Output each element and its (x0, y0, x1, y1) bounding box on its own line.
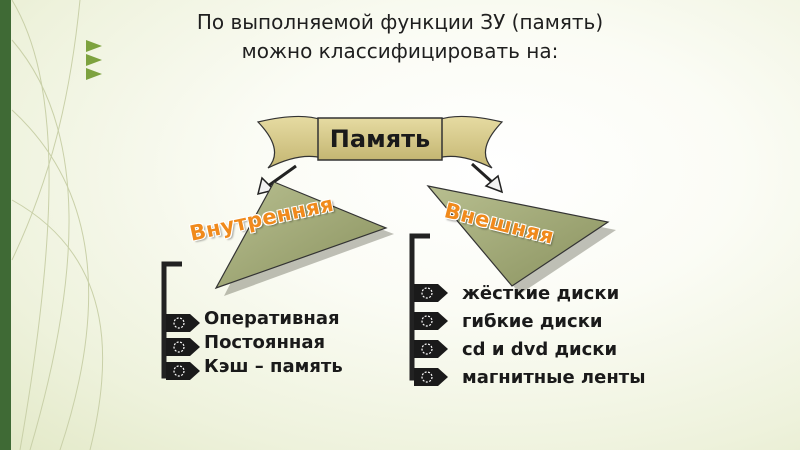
external-memory-list: жёсткие диски гибкие диски cd и dvd диск… (462, 280, 645, 392)
decor-curve (11, 0, 50, 450)
slide-title-line-1: По выполняемой функции ЗУ (память) (196, 10, 604, 34)
list-item: жёсткие диски (462, 283, 620, 304)
left-accent-bar (0, 0, 11, 450)
root-label: Память (329, 125, 431, 153)
list-item: магнитные ленты (462, 367, 646, 388)
decor-curve (11, 109, 90, 450)
list-item: cd и dvd диски (462, 339, 618, 360)
list-item: Оперативная (204, 308, 340, 329)
bullet-arrow-icon (414, 284, 448, 302)
internal-memory-list: Оперативная Постоянная Кэш – память (204, 307, 343, 379)
bullet-arrow-icon (414, 340, 448, 358)
slide-title-line-2: можно классифицировать на: (241, 39, 559, 63)
decor-curve (11, 39, 70, 450)
list-item: Постоянная (204, 332, 326, 353)
banner-center (317, 117, 443, 161)
external-memory-triangle (426, 185, 610, 287)
play-marker-icon (86, 68, 102, 80)
banner-left-tail (256, 115, 323, 169)
bullet-arrow-icon (414, 312, 448, 330)
bullet-arrow-icon (166, 362, 200, 380)
bullet-arrow-icon (166, 314, 200, 332)
bullet-arrow-icon (166, 338, 200, 356)
down-arrow-icon-right (470, 162, 504, 194)
list-item: гибкие диски (462, 311, 603, 332)
banner-right-tail (437, 115, 504, 169)
decor-curve (11, 0, 81, 261)
decor-curve (11, 199, 104, 450)
bullet-arrow-icon (414, 368, 448, 386)
root-banner (256, 115, 504, 169)
slide-title: По выполняемой функции ЗУ (память) можно… (100, 8, 700, 66)
list-item: Кэш – память (204, 356, 343, 377)
play-marker-icon (86, 40, 102, 52)
play-marker-icon (86, 54, 102, 66)
internal-memory-triangle (214, 181, 388, 290)
